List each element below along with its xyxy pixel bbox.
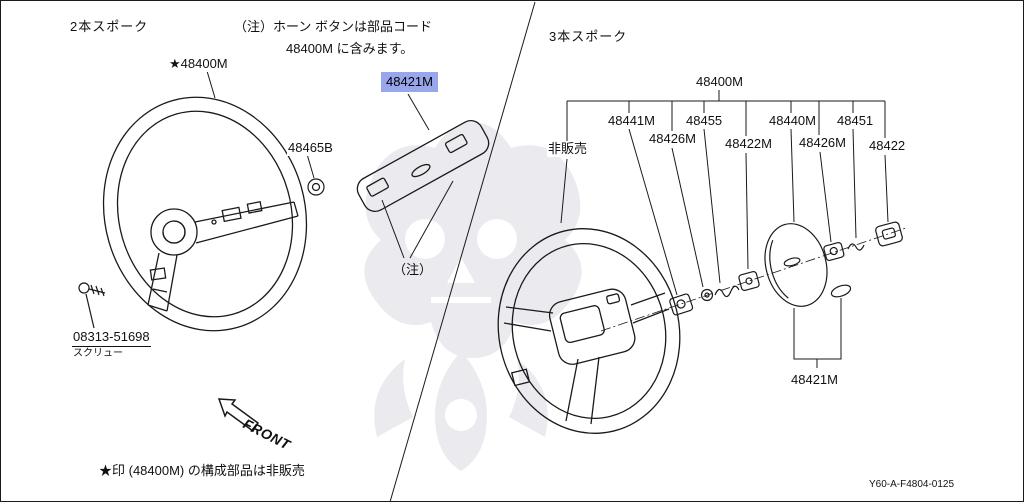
watermark-emblem bbox=[364, 122, 582, 471]
part-label-48422m: 48422M bbox=[724, 136, 773, 153]
part-label-48426m-b: 48426M bbox=[798, 135, 847, 152]
part-label-48465b: 48465B bbox=[287, 140, 334, 157]
part-label-48421m-right: 48421M bbox=[790, 372, 839, 389]
part-label-48440m: 48440M bbox=[768, 113, 817, 130]
part-label-48422: 48422 bbox=[868, 138, 907, 155]
exploded-parts bbox=[669, 221, 903, 316]
nut-part bbox=[307, 178, 325, 196]
note-reference: （注） bbox=[393, 262, 433, 277]
section-title-3spoke: 3本スポーク bbox=[549, 29, 628, 44]
screw-part bbox=[78, 282, 106, 329]
part-label-48441m: 48441M bbox=[607, 113, 656, 130]
part-label-48421m-highlighted[interactable]: 48421M bbox=[381, 72, 438, 93]
section-divider bbox=[389, 1, 536, 501]
note-line2: 48400M に含みます。 bbox=[286, 41, 414, 56]
part-label-48400m-left: ★48400M bbox=[168, 56, 229, 73]
part-label-48455: 48455 bbox=[685, 113, 724, 130]
footnote-not-sold: ★印 (48400M) の構成部品は非販売 bbox=[99, 463, 305, 478]
part-label-screw-number: 08313-51698 bbox=[72, 329, 151, 348]
leader-lines-right bbox=[560, 89, 889, 368]
drawing-code: Y60-A-F4804-0125 bbox=[869, 479, 955, 490]
note-line1: （注）ホーン ボタンは部品コード bbox=[234, 19, 432, 34]
exploded-axis-line bbox=[600, 227, 907, 332]
steering-wheel-3spoke bbox=[497, 228, 681, 434]
part-label-screw-name: スクリュー bbox=[73, 348, 123, 359]
horn-pad-2spoke bbox=[356, 119, 490, 213]
part-label-48426m-a: 48426M bbox=[648, 131, 697, 148]
part-label-48451: 48451 bbox=[836, 113, 875, 130]
section-title-2spoke: 2本スポーク bbox=[70, 19, 149, 34]
part-label-48400m-right: 48400M bbox=[695, 74, 744, 91]
steering-wheel-2spoke bbox=[102, 96, 308, 332]
front-arrow-icon bbox=[217, 398, 260, 433]
leader-lines-left bbox=[206, 70, 454, 259]
label-not-sold: 非販売 bbox=[547, 141, 589, 158]
